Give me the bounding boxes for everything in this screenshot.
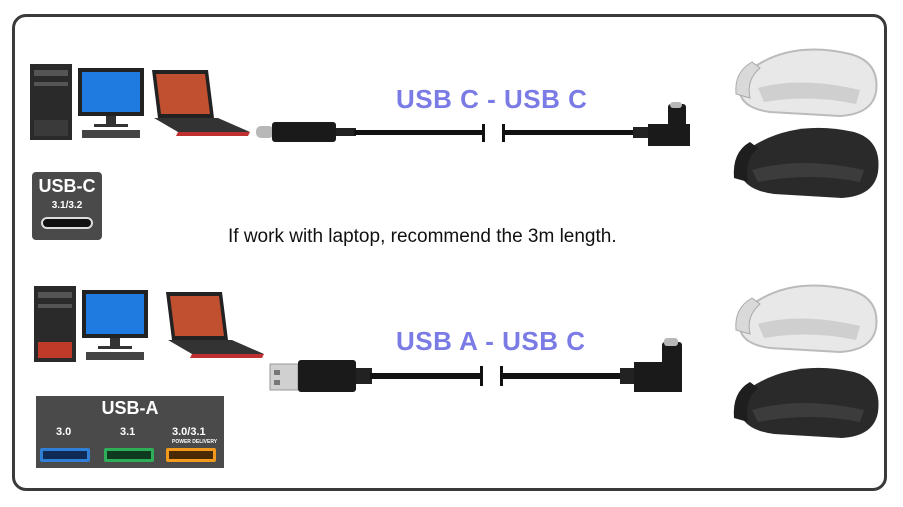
usb-a-port-blue-icon [40, 448, 90, 462]
vr-headset-icon [733, 48, 879, 198]
vr-headset-icon-2 [733, 284, 879, 438]
usb-c-to-usb-c-cable [256, 102, 690, 146]
top-connection-title: USB C - USB C [396, 84, 588, 114]
usb-c-badge-version: 3.1/3.2 [51, 200, 83, 211]
usb-c-port-badge: USB-C 3.1/3.2 [32, 172, 102, 240]
bottom-connection-title: USB A - USB C [396, 326, 586, 356]
usb-a-port-label-2: 3.1 [120, 426, 136, 438]
usb-a-plug-icon [269, 363, 299, 391]
usb-c-badge-title: USB-C [38, 176, 96, 196]
usb-c-plug-icon [256, 126, 274, 138]
usb-a-badge-title: USB-A [101, 398, 159, 418]
laptop-length-note: If work with laptop, recommend the 3m le… [228, 226, 617, 247]
desktop-and-laptop-icon [30, 64, 250, 140]
usb-a-port-sublabel-3: POWER DELIVERY [172, 439, 218, 445]
usb-a-port-green-icon [104, 448, 154, 462]
usb-a-to-usb-c-cable [269, 338, 682, 392]
usb-a-port-label-3: 3.0/3.1 [172, 426, 206, 438]
usb-c-port-icon [41, 217, 93, 229]
usb-a-port-badge: USB-A 3.0 3.1 3.0/3.1 POWER DELIVERY [36, 396, 224, 468]
desktop-and-laptop-icon-2 [34, 286, 264, 362]
usb-a-port-label-1: 3.0 [56, 426, 72, 438]
usb-a-port-orange-icon [166, 448, 216, 462]
